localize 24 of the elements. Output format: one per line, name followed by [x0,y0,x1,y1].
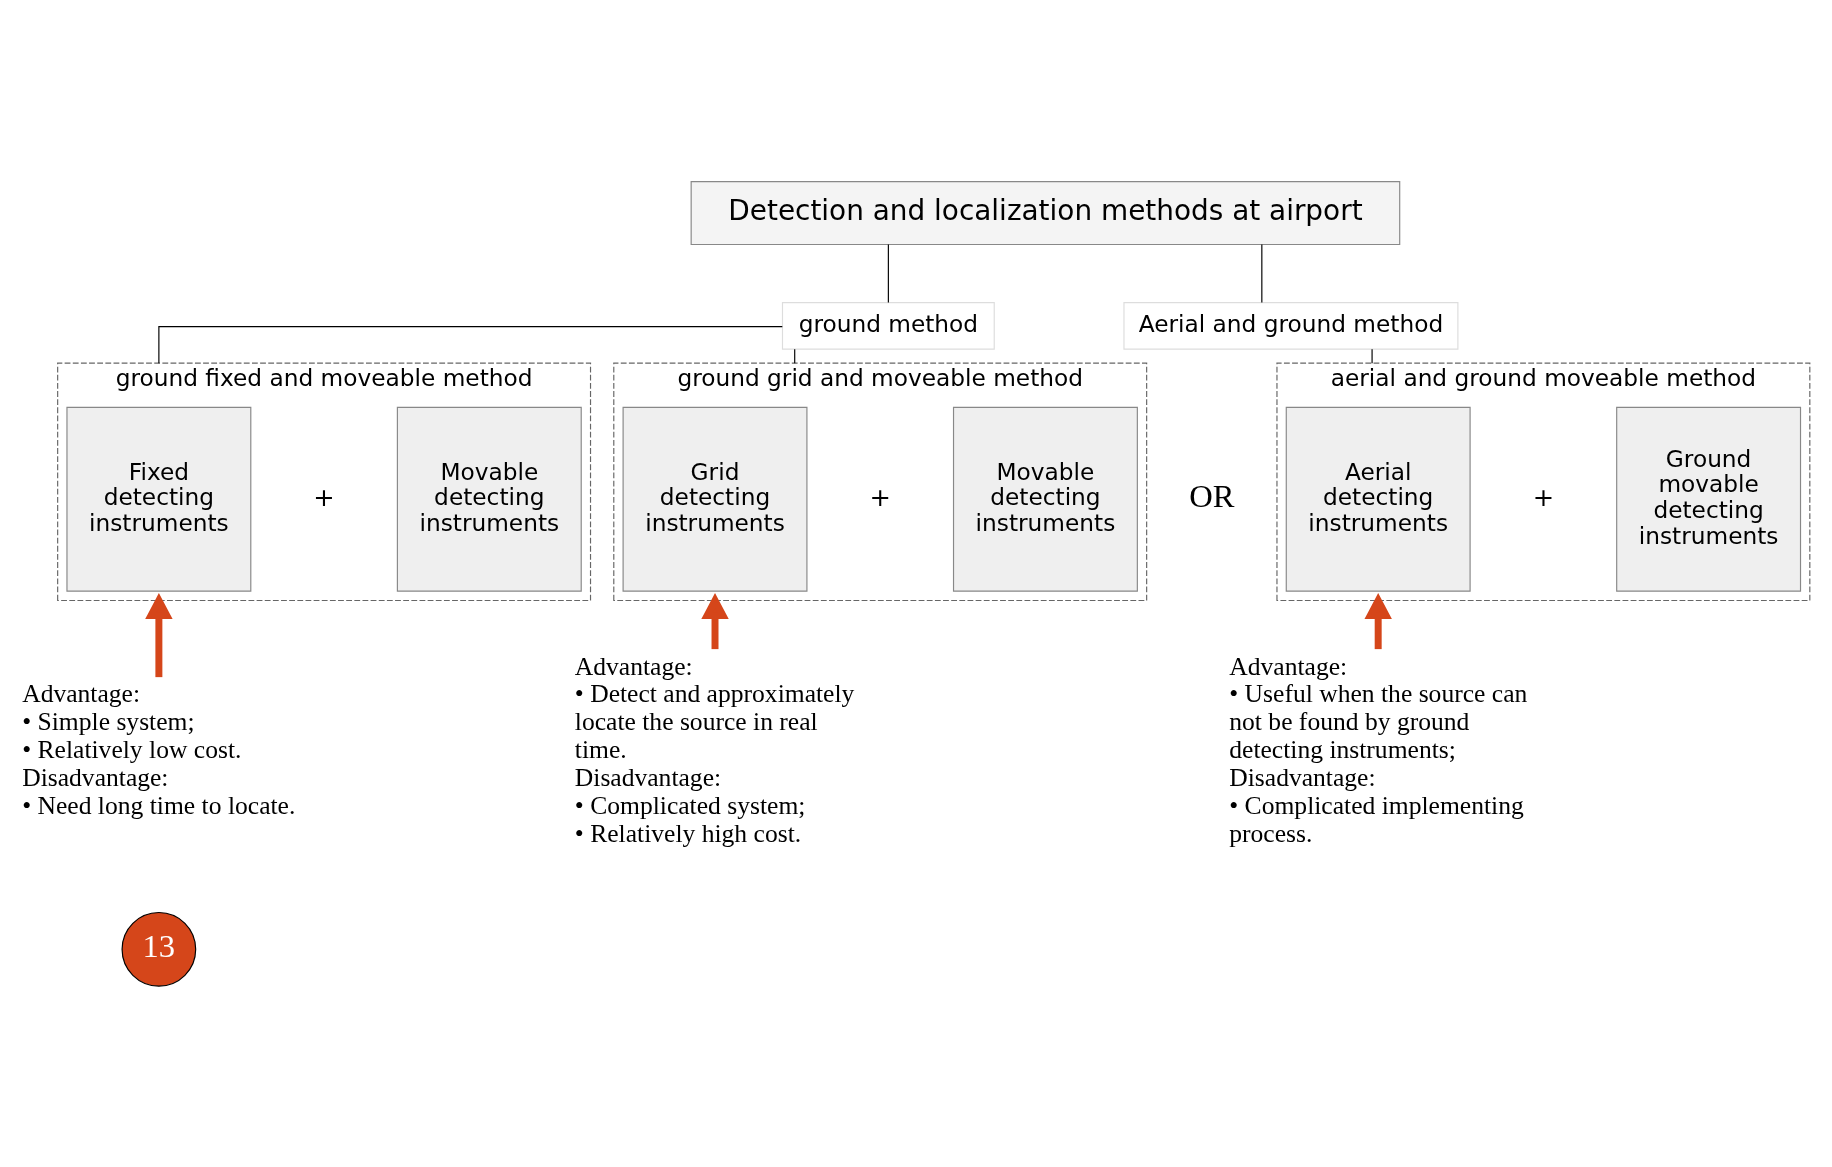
node-box: Movable detecting instruments [396,406,582,592]
node-text: Advantage: • Simple system; • Relatively low cost. Disadvantage: • Need long time to locate. [22,678,296,820]
node-box: Detection and localization methods at airport [690,180,1401,245]
node-box: ground method [781,301,995,350]
node-box: Movable detecting instruments [952,406,1138,592]
connector [887,243,889,303]
label: 13 [142,927,176,964]
node-box: Aerial and ground method [1123,301,1459,350]
label: + [1532,481,1555,512]
node-box: Fixed detecting instruments [66,406,252,592]
arrow [145,592,173,677]
node-box: Ground movable detecting instruments [1616,406,1802,592]
arrow [701,592,729,649]
label: + [313,481,335,512]
label: + [869,481,891,512]
arrow [1364,592,1392,649]
node-box: Grid detecting instruments [622,406,808,592]
label: OR [1189,477,1235,514]
node-box: Aerial detecting instruments [1285,406,1471,592]
connector [1261,243,1263,303]
connector [1371,348,1373,364]
connector [158,325,783,364]
node-text: Advantage: • Useful when the source can not be found by ground detecting instruments; Disadvantage: • Complicated implementing process. [1229,650,1528,848]
node-text: Advantage: • Detect and approximately locate the source in real time. Disadvantage: • Complicated system; • Relatively high cost. [574,650,855,848]
